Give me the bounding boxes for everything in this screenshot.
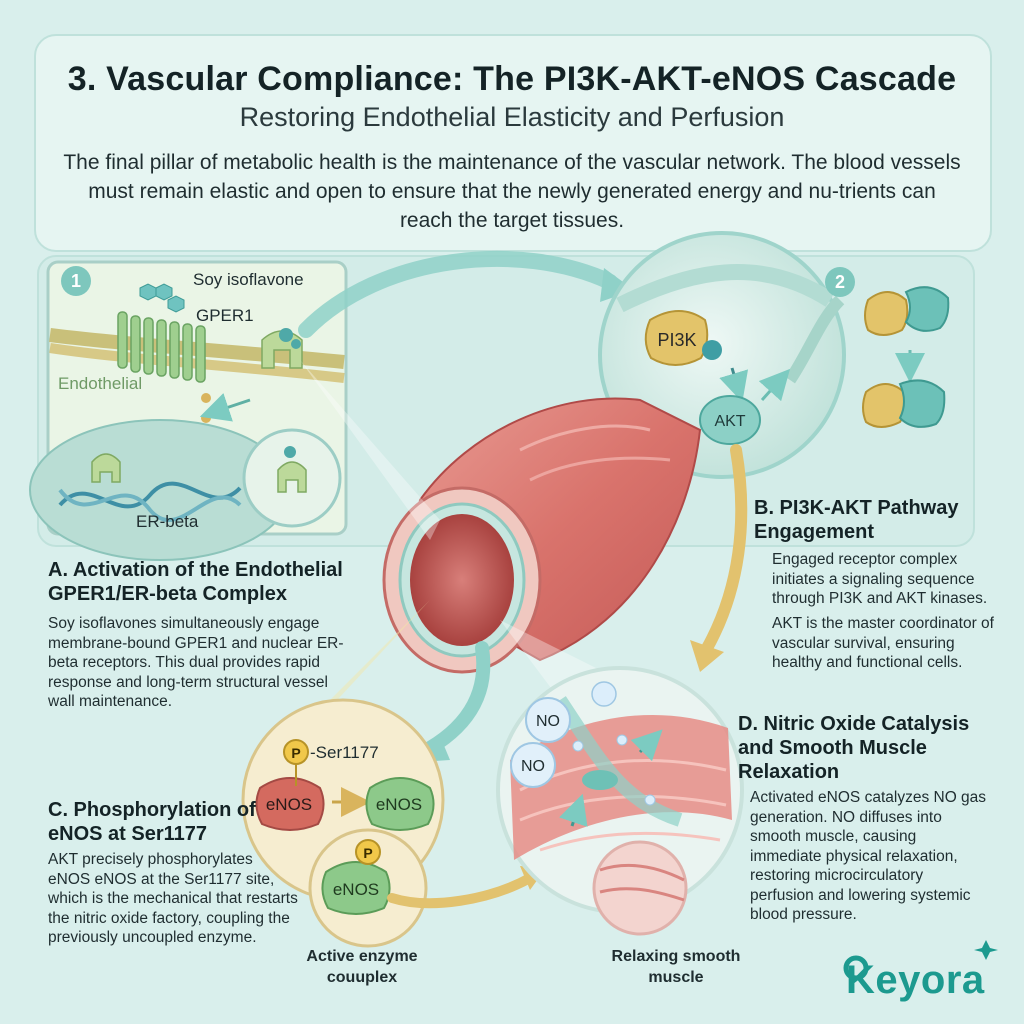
page-subtitle: Restoring Endothelial Elasticity and Per… xyxy=(239,102,785,132)
blood-vessel-illustration xyxy=(300,360,702,740)
akt-label: AKT xyxy=(714,413,745,430)
arrow-1-to-2-head xyxy=(600,268,634,302)
panel-1-receptor-inset xyxy=(29,260,348,561)
keyora-logo-icon xyxy=(843,940,998,981)
section-a-title: A. Activation of the Endothelial GPER1/E… xyxy=(48,559,343,605)
step-1-badge: 1 xyxy=(71,271,81,291)
phospho-p-label-2: P xyxy=(363,845,372,861)
gper1-label: GPER1 xyxy=(196,306,254,325)
section-d-body: Activated eNOS catalyzes NO gas generati… xyxy=(750,789,987,923)
enos-complex-label: eNOS xyxy=(333,880,379,899)
step-2-badge: 2 xyxy=(835,272,845,292)
pi3k-label: PI3K xyxy=(657,330,696,350)
enos-inactive-label: eNOS xyxy=(266,795,312,814)
page-title: 3. Vascular Compliance: The PI3K-AKT-eNO… xyxy=(67,60,957,98)
arrow-akt-to-no-head xyxy=(690,640,724,672)
endothelial-label: Endothelial xyxy=(58,374,143,393)
section-d-title: D. Nitric Oxide Catalysis and Smooth Mus… xyxy=(738,713,970,783)
no-label-2: NO xyxy=(521,758,545,775)
no-label-1: NO xyxy=(536,713,560,730)
phospho-p-label-1: P xyxy=(291,745,300,761)
section-b-body-1: Engaged receptor complex initiates a sig… xyxy=(772,551,988,607)
enos-panel xyxy=(241,698,445,948)
section-a-body: Soy isoflavones simultaneously engage me… xyxy=(48,615,344,710)
section-b-title: B. PI3K-AKT Pathway Engagement xyxy=(754,497,959,543)
er-beta-label: ER-beta xyxy=(136,512,199,531)
no-caption: Relaxing smooth muscle xyxy=(611,948,741,986)
section-c-title: C. Phosphorylation of eNOS at Ser1177 xyxy=(48,799,256,845)
soy-isoflavone-label: Soy isoflavone xyxy=(193,270,304,289)
header-panel xyxy=(34,34,992,252)
arrow-akt-to-no xyxy=(700,444,748,656)
enos-caption: Active enzyme couuplex xyxy=(306,948,418,986)
section-c-body: AKT precisely phosphorylates eNOS eNOS a… xyxy=(48,851,298,946)
no-smooth-muscle-panel xyxy=(496,666,744,936)
ser1177-label: -Ser1177 xyxy=(310,743,379,762)
kinase-assembly-icons xyxy=(862,286,950,428)
enos-active-label: eNOS xyxy=(376,795,422,814)
intro-paragraph: The final pillar of metabolic health is … xyxy=(63,151,961,232)
brand-logo: Keyora xyxy=(846,958,985,1002)
arrow-1-to-2 xyxy=(298,250,618,338)
arrow-enos-to-no xyxy=(387,873,535,909)
section-b-body-2: AKT is the master coordinator of vascula… xyxy=(772,615,994,671)
